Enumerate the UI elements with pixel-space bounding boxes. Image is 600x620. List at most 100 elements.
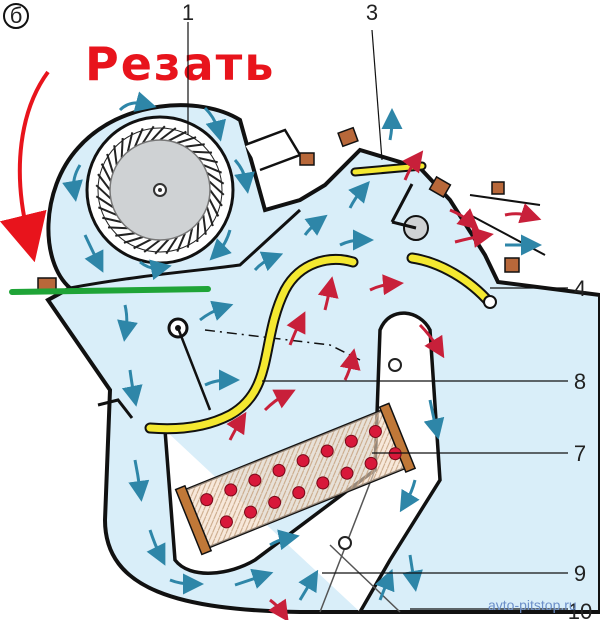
- heater-tube: [316, 476, 330, 490]
- warm-air-arrow: [226, 411, 247, 441]
- cold-air-arrow: [139, 259, 172, 281]
- fan-blade: [176, 136, 197, 144]
- warm-air-arrow: [454, 227, 494, 248]
- fan-blade: [176, 232, 186, 253]
- fan-blade: [102, 216, 122, 224]
- fan-blade: [97, 173, 111, 191]
- heater-tube: [200, 493, 214, 507]
- cold-air-arrow: [199, 300, 234, 322]
- fan-blade: [208, 198, 220, 217]
- cold-air-arrow: [209, 229, 232, 261]
- fan-blade: [208, 180, 225, 196]
- cold-air-arrow: [348, 180, 370, 209]
- cold-air-arrow: [269, 529, 300, 551]
- fan-blade: [168, 130, 187, 142]
- cold-air-arrow: [381, 108, 403, 141]
- fan-blade: [95, 195, 114, 208]
- panel-label: б: [3, 3, 29, 29]
- watermark: avto-pitstop.ru: [488, 597, 577, 613]
- cold-air-arrow: [339, 229, 374, 251]
- cold-air-arrow: [253, 251, 284, 272]
- fan-blade: [184, 143, 205, 148]
- heater-tube: [368, 424, 382, 438]
- heater-tube: [224, 483, 238, 497]
- callout-7: 7: [574, 441, 586, 466]
- cut-line: [9, 286, 211, 295]
- warm-air-arrow: [418, 323, 445, 359]
- warm-air-arrow: [317, 276, 339, 311]
- cold-air-arrow: [234, 568, 274, 589]
- fan-blade: [133, 238, 152, 250]
- callout-8: 8: [574, 369, 586, 394]
- cold-air-arrow: [118, 91, 157, 112]
- fan-blade: [126, 132, 134, 152]
- fan-blade: [165, 236, 178, 255]
- cold-air-arrow: [423, 399, 445, 440]
- fan-blade: [142, 125, 155, 144]
- heater-tube: [292, 486, 306, 500]
- heater-tube: [340, 466, 354, 480]
- cold-air-arrow: [298, 569, 319, 601]
- fan-blade: [186, 228, 194, 248]
- cold-air-arrow: [203, 106, 227, 142]
- cold-air-arrow: [83, 234, 104, 273]
- fan-blade: [154, 238, 170, 255]
- callout-10: 10: [568, 599, 592, 620]
- fan-blade: [123, 236, 144, 244]
- warm-air-arrow: [286, 311, 306, 346]
- cold-air-arrow: [204, 369, 240, 391]
- air-flaps: [144, 161, 497, 435]
- fan-blade: [115, 232, 136, 237]
- fan-blade: [100, 163, 112, 182]
- fan-blade: [159, 127, 177, 141]
- fan-blade: [206, 172, 225, 185]
- cold-air-arrow: [117, 304, 138, 342]
- callout-4: 4: [574, 276, 586, 301]
- warm-air-arrow: [268, 598, 289, 620]
- cold-air-arrow: [121, 369, 143, 407]
- cold-air-arrow: [374, 568, 395, 601]
- fan-blade: [150, 125, 166, 142]
- heater-tube: [268, 495, 282, 509]
- fan-blade: [143, 239, 161, 253]
- warm-air-arrow: [402, 150, 424, 181]
- heater-tube: [296, 454, 310, 468]
- cold-air-arrow: [303, 214, 328, 236]
- fan-blade: [120, 137, 124, 158]
- warm-air-arrow: [263, 389, 296, 412]
- cold-air-arrow: [399, 479, 420, 513]
- heater-tube: [248, 473, 262, 487]
- heater-tube: [388, 447, 402, 461]
- heater-tube: [344, 434, 358, 448]
- blower-fan-icon: [85, 115, 235, 265]
- heater-tube: [244, 505, 258, 519]
- warm-air-arrow: [449, 208, 480, 230]
- heater-tube: [364, 456, 378, 470]
- fan-blade: [95, 184, 112, 200]
- fan-blade: [196, 222, 200, 243]
- cold-air-arrow: [128, 459, 150, 502]
- fan-blade: [209, 189, 223, 207]
- fan-blade: [192, 150, 213, 154]
- callout-9: 9: [574, 561, 586, 586]
- heater-tube: [272, 463, 286, 477]
- cold-air-arrow: [402, 554, 423, 592]
- fan-blade: [113, 145, 118, 166]
- warm-air-arrow: [339, 348, 361, 381]
- cold-air-arrow: [146, 529, 166, 566]
- cold-air-arrow-icon: [62, 91, 542, 601]
- heater-core-icon: [174, 402, 417, 556]
- fan-blade: [198, 156, 218, 164]
- fan-blade: [134, 127, 144, 148]
- heater-tube: [219, 515, 233, 529]
- fan-blade: [206, 206, 214, 227]
- cold-air-arrow: [169, 573, 204, 595]
- cold-air-arrow: [62, 164, 83, 202]
- fan-blade: [202, 214, 207, 235]
- fan-blade: [202, 164, 223, 174]
- cold-air-arrow: [233, 158, 255, 194]
- fan-blade: [107, 226, 128, 230]
- fan-blade: [97, 206, 118, 216]
- warm-air-arrow-icon: [226, 150, 542, 620]
